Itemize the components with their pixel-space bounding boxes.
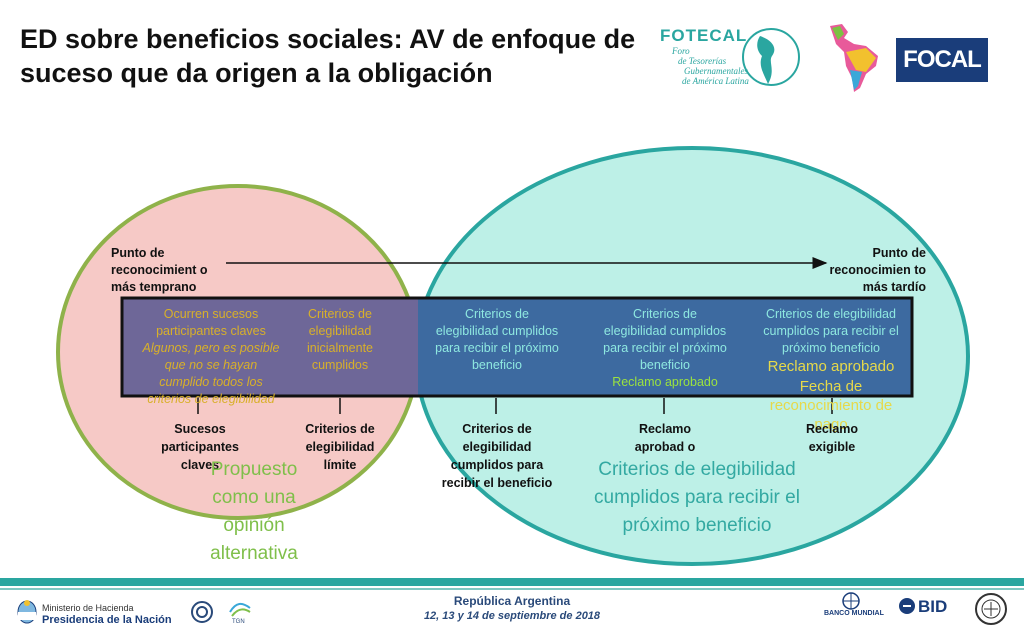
tgn-label: TGN xyxy=(232,619,245,625)
fotecal-line: de América Latina xyxy=(682,76,749,86)
below-label-2: Criterios de elegibilidad límite xyxy=(305,422,375,472)
globe-icon xyxy=(742,28,800,86)
world-bank-label: BANCO MUNDIAL xyxy=(824,610,884,617)
box-col-3: Criterios de elegibilidad cumplidos para… xyxy=(435,307,559,372)
diagram-canvas xyxy=(56,146,970,566)
box-col-5-claim: Reclamo aprobado xyxy=(767,358,895,375)
bid-label: BID xyxy=(918,597,948,616)
start-point-label: Punto de reconocimient o más temprano xyxy=(111,246,208,294)
fotecal-line: Foro xyxy=(672,46,690,56)
footer-country: República Argentina xyxy=(453,594,571,608)
tgn-wave-icon xyxy=(229,602,251,617)
box-col-4-text: Criterios de elegibilidad cumplidos para… xyxy=(603,307,727,372)
footer-dates: 12, 13 y 14 de septiembre de 2018 xyxy=(423,610,601,622)
right-circle-label: Criterios de elegibilidad cumplidos para… xyxy=(594,459,800,536)
end-point-label: Punto de reconocimien to más tardío xyxy=(829,246,926,294)
bid-icon xyxy=(899,598,915,614)
footer-line xyxy=(0,588,1024,590)
fotecal-logo: FOTECAL Foro de Tesorerías Gubernamental… xyxy=(652,22,808,92)
fotecal-name: FOTECAL xyxy=(660,26,748,45)
box-right-segment xyxy=(418,298,912,396)
imf-seal-icon xyxy=(975,593,1007,625)
footer-band xyxy=(0,578,1024,586)
page-title: ED sobre beneficios sociales: AV de enfo… xyxy=(20,24,636,88)
world-bank-icon xyxy=(842,592,860,610)
box-col-5: Criterios de elegibilidad cumplidos para… xyxy=(756,306,906,434)
ministry-line-2: Presidencia de la Nación xyxy=(42,614,172,626)
box-col-2: Criterios de elegibilidad inicialmente c… xyxy=(306,307,373,372)
latin-america-map-icon xyxy=(830,24,878,92)
box-col-4-claim: Reclamo aprobado xyxy=(612,375,718,389)
coat-of-arms-icon xyxy=(17,600,37,624)
box-col-1-text: Ocurren sucesos participantes claves xyxy=(156,307,266,338)
ministry-line-1: Ministerio de Hacienda xyxy=(42,603,134,613)
below-label-4: Reclamo aprobad o xyxy=(634,422,696,454)
box-col-5-date: Fecha de reconocimiento de pago xyxy=(769,378,893,433)
box-col-5-text: Criterios de elegibilidad cumplidos para… xyxy=(763,307,899,355)
below-label-3: Criterios de elegibilidad cumplidos para… xyxy=(441,422,553,490)
focal-logo: FOCAL xyxy=(896,38,988,82)
criteria-box xyxy=(120,296,914,398)
fotecal-subtitle: Foro de Tesorerías Gubernamentales de Am… xyxy=(672,46,749,86)
fotecal-line: Gubernamentales xyxy=(684,66,748,76)
box-col-4: Criterios de elegibilidad cumplidos para… xyxy=(602,306,728,391)
below-label-5: Reclamo exigible xyxy=(805,422,859,454)
fotecal-line: de Tesorerías xyxy=(678,56,727,66)
seal-icon xyxy=(191,601,213,623)
box-col-1-note: Algunos, pero es posible que no se hayan… xyxy=(142,341,280,406)
box-col-1: Ocurren sucesos participantes claves Alg… xyxy=(140,306,282,414)
left-circle-label: Propuesto como una opinión alternativa xyxy=(210,459,298,564)
below-label-1: Sucesos participantes claves xyxy=(161,422,239,472)
